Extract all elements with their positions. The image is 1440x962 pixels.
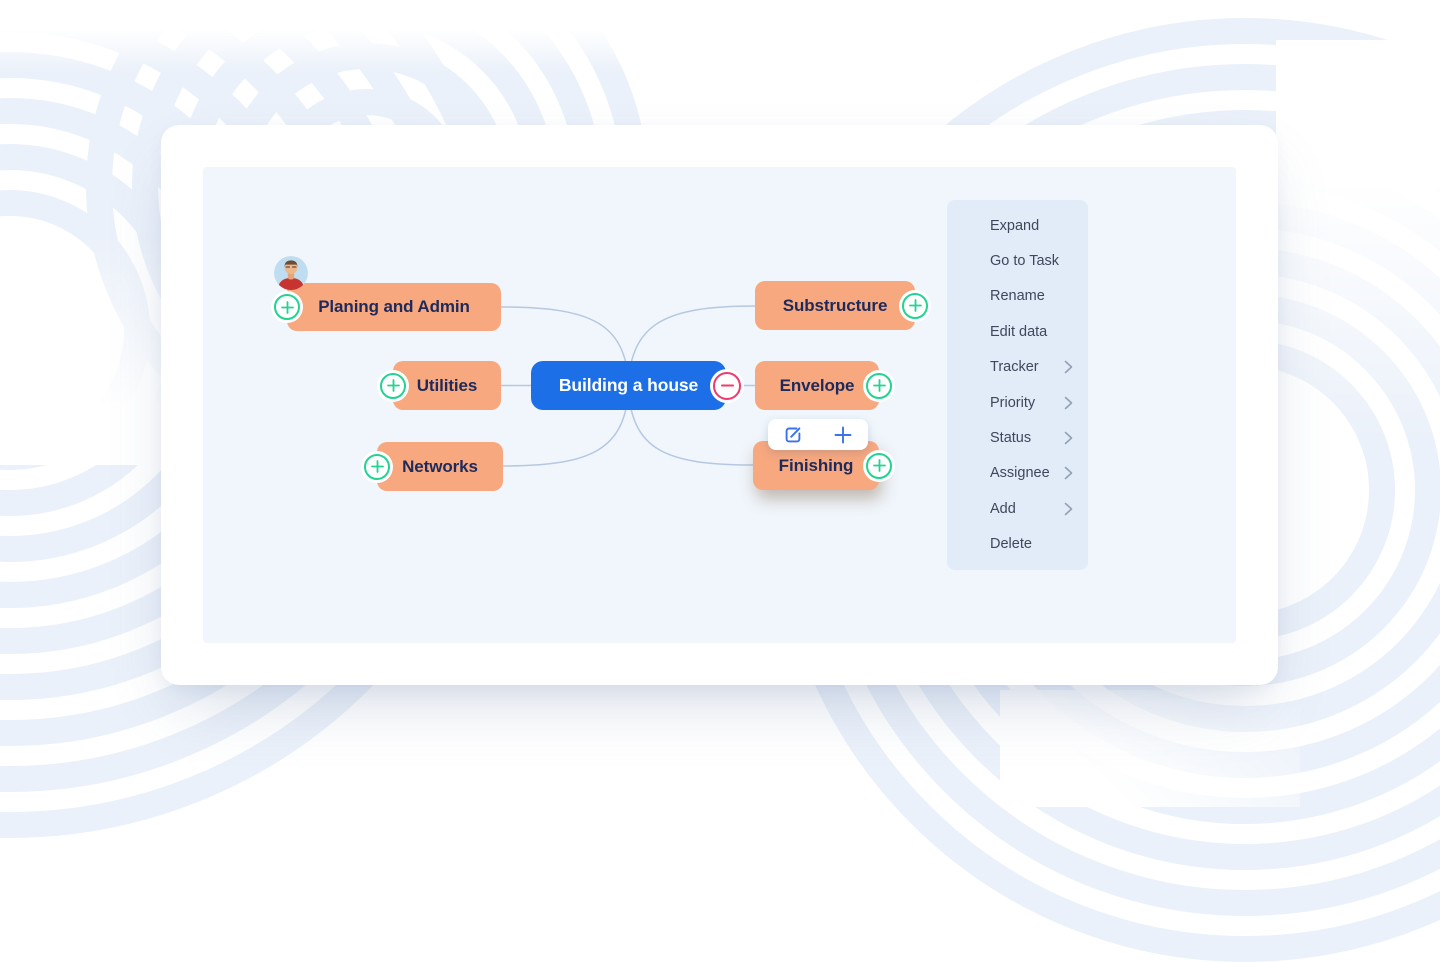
menu-item-label: Expand — [990, 217, 1040, 234]
plus-circle-icon[interactable] — [866, 372, 892, 399]
menu-item-edit-data[interactable]: Edit data — [947, 314, 1088, 349]
menu-item-rename[interactable]: Rename — [947, 279, 1088, 314]
context-menu: Expand Go to Task Rename Edit data Track… — [947, 200, 1088, 570]
minus-circle-icon[interactable] — [713, 371, 741, 400]
menu-item-label: Delete — [990, 536, 1032, 553]
mindmap-node-envelope[interactable]: Envelope — [755, 361, 892, 410]
edit-node-button[interactable] — [773, 421, 813, 448]
avatar-image — [274, 256, 308, 290]
plus-circle-icon[interactable] — [902, 292, 928, 319]
menu-item-priority[interactable]: Priority — [947, 385, 1088, 420]
menu-item-label: Status — [990, 430, 1032, 447]
menu-item-label: Priority — [990, 394, 1036, 411]
menu-item-expand[interactable]: Expand — [947, 208, 1088, 243]
chevron-right-icon — [1064, 466, 1073, 480]
chevron-right-icon — [1064, 431, 1073, 445]
node-label: Building a house — [558, 375, 699, 395]
menu-item-label: Go to Task — [990, 253, 1060, 270]
chevron-right-icon — [1064, 502, 1073, 516]
menu-item-go-to-task[interactable]: Go to Task — [947, 243, 1088, 278]
menu-item-status[interactable]: Status — [947, 420, 1088, 455]
menu-item-add[interactable]: Add — [947, 491, 1088, 526]
node-label: Substructure — [782, 295, 888, 315]
edit-icon — [785, 426, 801, 442]
node-label: Planing and Admin — [318, 297, 470, 316]
user-avatar[interactable] — [274, 256, 308, 290]
menu-item-label: Tracker — [990, 359, 1039, 376]
plus-circle-icon[interactable] — [866, 452, 892, 479]
menu-item-label: Edit data — [990, 323, 1048, 340]
plus-circle-icon[interactable] — [380, 372, 406, 399]
mindmap-node-planing-and-admin[interactable]: Planing and Admin — [274, 283, 501, 331]
node-label: Envelope — [779, 375, 855, 395]
menu-item-label: Rename — [990, 288, 1045, 305]
menu-item-label: Add — [990, 500, 1016, 517]
app-card: Planing and Admin Utilities Networks Bui… — [161, 125, 1278, 685]
node-label: Finishing — [778, 455, 854, 475]
add-node-button[interactable] — [823, 421, 863, 448]
mindmap-node-utilities[interactable]: Utilities — [380, 361, 501, 410]
menu-item-label: Assignee — [990, 465, 1050, 482]
menu-item-tracker[interactable]: Tracker — [947, 350, 1088, 385]
plus-circle-icon[interactable] — [364, 453, 390, 480]
node-label: Networks — [402, 456, 478, 476]
node-label: Utilities — [416, 375, 478, 395]
chevron-right-icon — [1064, 396, 1073, 410]
plus-circle-icon[interactable] — [274, 294, 300, 320]
mindmap-node-substructure[interactable]: Substructure — [755, 281, 928, 330]
mindmap-node-root[interactable]: Building a house — [531, 361, 741, 410]
plus-icon — [834, 426, 852, 443]
node-toolbar — [768, 419, 868, 450]
chevron-right-icon — [1064, 360, 1073, 374]
menu-item-assignee[interactable]: Assignee — [947, 456, 1088, 491]
mindmap-canvas[interactable]: Planing and Admin Utilities Networks Bui… — [203, 167, 1236, 643]
mindmap-node-networks[interactable]: Networks — [364, 442, 503, 491]
menu-item-delete[interactable]: Delete — [947, 527, 1088, 562]
